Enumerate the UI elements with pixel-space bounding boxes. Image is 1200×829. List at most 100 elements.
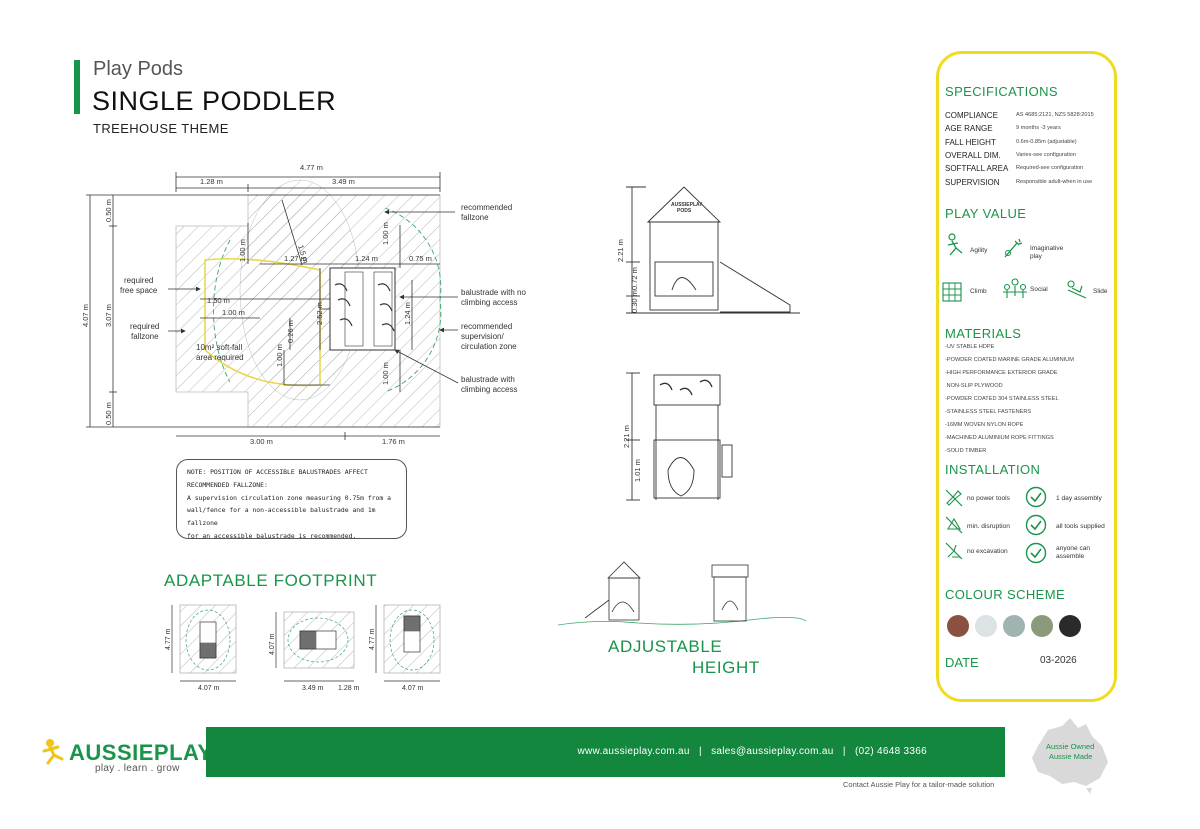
dim-d252: 2.52 m bbox=[315, 302, 324, 325]
title-accent-bar bbox=[74, 60, 80, 114]
dim-d026: 0.26 m bbox=[286, 320, 295, 343]
imaginative-play-icon bbox=[1004, 238, 1023, 258]
fp2-height: 4.07 m bbox=[269, 633, 276, 655]
fp3-height: 4.77 m bbox=[369, 628, 376, 650]
spec-value: Responsible adult-when in use bbox=[1016, 179, 1093, 185]
note-line: for an accessible balustrade is recommen… bbox=[187, 531, 357, 540]
brand-logo-aussie: AUSSIE bbox=[69, 740, 154, 765]
note-line: wall/fence for a non-accessible balustra… bbox=[187, 506, 376, 528]
side-h2: 1.01 m bbox=[633, 459, 642, 482]
aussie-made-label: Aussie Made bbox=[1049, 752, 1093, 761]
adjustable-height-sketch bbox=[557, 561, 807, 626]
dim-d075: 0.75 m bbox=[409, 254, 432, 263]
dim-left-bottom: 0.50 m bbox=[104, 402, 113, 425]
aussie-play-logo-icon bbox=[42, 739, 64, 765]
play-value-climb: Climb bbox=[970, 288, 987, 295]
colour-swatch bbox=[1003, 615, 1025, 637]
material-item: NON-SLIP PLYWOOD bbox=[945, 383, 1003, 389]
play-value-imaginative: Imaginative play bbox=[1030, 245, 1080, 261]
play-value-label: Imaginative play bbox=[1030, 245, 1064, 260]
front-h2: 0.72 m bbox=[630, 267, 639, 290]
min-disruption-icon bbox=[945, 516, 963, 534]
play-value-agility: Agility bbox=[970, 247, 988, 254]
theme-title: TREEHOUSE THEME bbox=[93, 121, 229, 136]
adaptable-footprint-title: ADAPTABLE FOOTPRINT bbox=[164, 571, 378, 590]
spec-label: FALL HEIGHT bbox=[945, 138, 996, 147]
installation-title: INSTALLATION bbox=[945, 462, 1041, 477]
plan-view bbox=[86, 172, 459, 440]
play-value-social: Social bbox=[1030, 286, 1048, 293]
social-icon bbox=[1003, 278, 1027, 298]
note-line: RECOMMENDED FALLZONE: bbox=[187, 480, 268, 489]
material-item: -SOLID TIMBER bbox=[945, 448, 987, 454]
dim-d100-right-top: 1.00 m bbox=[381, 222, 390, 245]
spec-value: 9 months -3 years bbox=[1016, 125, 1061, 131]
side-h1: 2.21 m bbox=[622, 425, 631, 448]
technical-drawings: 4.77 m 1.28 m 3.49 m 3.00 m 1.76 m 1.27 … bbox=[81, 163, 807, 692]
fp2-width2: 1.28 m bbox=[338, 685, 360, 692]
dim-left-overall: 4.07 m bbox=[81, 304, 90, 327]
dim-left-top: 0.50 m bbox=[104, 199, 113, 222]
spec-label: COMPLIANCE bbox=[945, 111, 998, 120]
dim-d100-top: 1.00 m bbox=[238, 239, 247, 262]
material-item: -STAINLESS STEEL FASTENERS bbox=[945, 409, 1032, 415]
fp3-width: 4.07 m bbox=[402, 685, 424, 692]
colour-swatch bbox=[1031, 615, 1053, 637]
colour-scheme-title: COLOUR SCHEME bbox=[945, 587, 1066, 602]
spec-value: Required-see configuration bbox=[1016, 165, 1084, 171]
spec-value: AS 4685:2121, NZS 5828:2015 bbox=[1016, 112, 1094, 118]
category-title: Play Pods bbox=[93, 58, 184, 80]
adjustable-height-title-1: ADJUSTABLE bbox=[608, 637, 723, 656]
brand-tagline: play . learn . grow bbox=[95, 763, 180, 774]
spec-value: Varies-see configuration bbox=[1016, 152, 1076, 158]
material-item: -POWDER COATED 304 STAINLESS STEEL bbox=[945, 396, 1059, 402]
agility-icon bbox=[947, 233, 963, 256]
dim-bottom-right: 1.76 m bbox=[382, 437, 405, 446]
dim-top-right: 3.49 m bbox=[332, 177, 355, 186]
spec-value: 0.6m-0.85m (adjustable) bbox=[1016, 139, 1077, 145]
check-icon bbox=[1025, 486, 1047, 508]
product-title: SINGLE PODDLER bbox=[92, 86, 337, 116]
adjustable-height-title-2: HEIGHT bbox=[692, 658, 760, 677]
front-h3: 0.30 m bbox=[630, 290, 639, 313]
note-line: A supervision circulation zone measuring… bbox=[187, 493, 391, 502]
material-item: -HIGH PERFORMANCE EXTERIOR GRADE bbox=[945, 370, 1058, 376]
dim-d100-mid: 1.00 m bbox=[222, 308, 245, 317]
colour-swatch bbox=[947, 615, 969, 637]
spec-label: SUPERVISION bbox=[945, 178, 1000, 187]
specification-panel bbox=[936, 51, 1117, 702]
dim-top-left: 1.28 m bbox=[200, 177, 223, 186]
footer-contact-bar: www.aussieplay.com.au | sales@aussieplay… bbox=[206, 727, 1005, 777]
front-h1: 2.21 m bbox=[616, 239, 625, 262]
no-excavation-icon bbox=[945, 542, 963, 560]
footprint-diagrams bbox=[171, 604, 441, 682]
spec-label: OVERALL DIM. bbox=[945, 151, 1001, 160]
brand-logo-play: PLAY bbox=[153, 740, 213, 765]
dim-overall-width: 4.77 m bbox=[300, 163, 323, 172]
side-elevation bbox=[626, 372, 733, 501]
date-label: DATE bbox=[945, 655, 979, 670]
install-min-disruption: min. disruption bbox=[967, 523, 1010, 530]
climb-icon bbox=[942, 282, 962, 302]
materials-title: MATERIALS bbox=[945, 326, 1022, 341]
footer-contact-text[interactable]: www.aussieplay.com.au | sales@aussieplay… bbox=[577, 746, 927, 757]
date-value: 03-2026 bbox=[1040, 655, 1077, 666]
material-item: -MACHINED ALUMINIUM ROPE FITTINGS bbox=[945, 435, 1054, 441]
dim-left-inner: 3.07 m bbox=[104, 304, 113, 327]
material-item: -POWDER COATED MARINE GRADE ALUMINIUM bbox=[945, 357, 1074, 363]
check-icon bbox=[1025, 514, 1047, 536]
dim-d124-top: 1.24 m bbox=[355, 254, 378, 263]
fp1-width: 4.07 m bbox=[198, 685, 220, 692]
install-no-excavation: no excavation bbox=[967, 548, 1008, 555]
play-value-title: PLAY VALUE bbox=[945, 206, 1027, 221]
colour-swatch bbox=[975, 615, 997, 637]
note-line: NOTE: POSITION OF ACCESSIBLE BALUSTRADES… bbox=[187, 468, 368, 476]
fp1-height: 4.77 m bbox=[165, 628, 172, 650]
